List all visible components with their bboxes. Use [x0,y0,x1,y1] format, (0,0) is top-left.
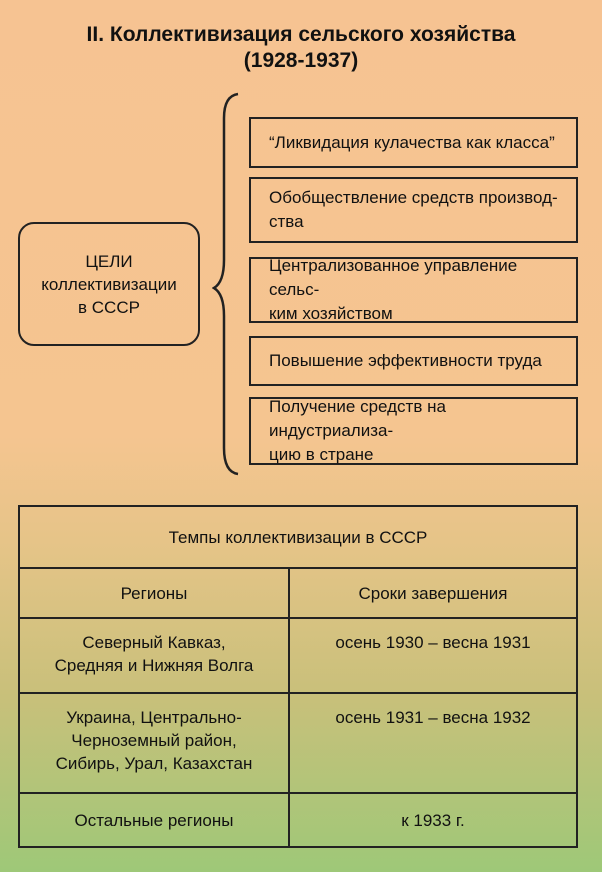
title-line-1: II. Коллективизация сельского хозяйства [86,23,516,46]
title-line-2: (1928-1937) [243,49,359,72]
goals-label-line: ЦЕЛИ [85,251,133,271]
goal-item: Получение средств на индустриализа- цию … [249,397,578,465]
table-caption-row: Темпы коллективизации в СССР [18,505,578,569]
table-header-row: Регионы Сроки завершения [18,567,578,619]
goal-item: Повышение эффективности труда [249,336,578,386]
curly-brace [212,92,239,476]
table-row: Северный Кавказ, Средняя и Нижняя Волга … [18,617,578,694]
table-row: Украина, Центрально- Черноземный район, … [18,692,578,794]
goals-box: ЦЕЛИ коллективизации в СССР [18,222,200,346]
period-cell: осень 1930 – весна 1931 [288,617,578,694]
region-cell: Остальные регионы [18,792,290,848]
goal-item: Обобществление средств производ- ства [249,177,578,243]
goals-label-line: в СССР [78,297,140,317]
region-cell: Северный Кавказ, Средняя и Нижняя Волга [18,617,290,694]
period-cell: к 1933 г. [288,792,578,848]
collectivization-rates-table: Темпы коллективизации в СССР Регионы Сро… [18,505,578,848]
goal-item: Централизованное управление сельс- ким х… [249,256,578,323]
column-header-deadlines: Сроки завершения [288,567,578,619]
table-row: Остальные регионы к 1933 г. [18,792,578,848]
goal-item: “Ликвидация кулачества как класса” [249,117,578,168]
table-caption: Темпы коллективизации в СССР [18,505,578,569]
column-header-regions: Регионы [18,567,290,619]
region-cell: Украина, Центрально- Черноземный район, … [18,692,290,794]
period-cell: осень 1931 – весна 1932 [288,692,578,794]
goals-label-line: коллективизации [41,274,177,294]
